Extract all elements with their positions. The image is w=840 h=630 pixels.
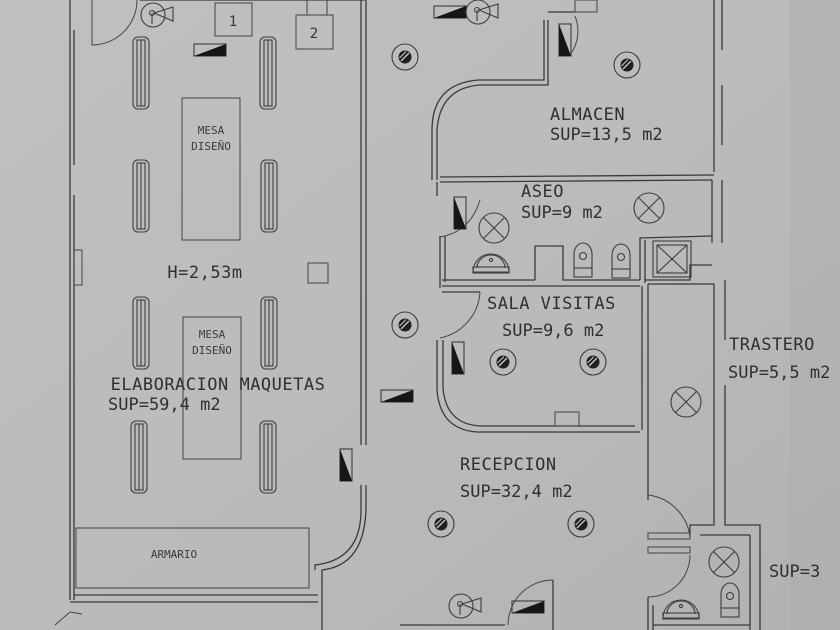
mesa-1-label-line1: MESA (198, 124, 225, 137)
room-area: SUP=3 (769, 562, 820, 582)
room-trastero: TRASTERO SUP=5,5 m2 (728, 335, 830, 383)
room-name: ELABORACION MAQUETAS (111, 375, 326, 395)
room-name: ASEO (521, 182, 564, 202)
marker-2-label: 2 (310, 26, 318, 42)
room-name: ALMACEN (550, 105, 625, 125)
height-note: H=2,53m (167, 263, 242, 283)
paper-shadow-edge (790, 0, 840, 630)
room-area: SUP=32,4 m2 (460, 482, 573, 502)
room-elaboracion-maquetas: ELABORACION MAQUETAS SUP=59,4 m2 (108, 375, 325, 415)
mesa-1-label-line2: DISEÑO (191, 140, 231, 153)
small-square-column (307, 262, 329, 284)
shower-tray-icon (652, 240, 692, 278)
mesa-diseno-table-2: MESA DISEÑO (182, 316, 242, 460)
mesa-2-label-line1: MESA (199, 328, 226, 341)
room-aseo: ASEO SUP=9 m2 (521, 182, 603, 223)
room-area: SUP=59,4 m2 (108, 395, 221, 415)
room-area: SUP=9 m2 (521, 203, 603, 223)
marker-box-1: 1 (214, 2, 253, 37)
marker-box-2: 2 (295, 0, 334, 50)
room-area: SUP=9,6 m2 (502, 321, 604, 341)
room-small-bathroom: SUP=3 (769, 562, 820, 582)
room-area: SUP=13,5 m2 (550, 125, 663, 145)
armario-label: ARMARIO (151, 548, 197, 561)
room-name: TRASTERO (729, 335, 815, 355)
room-sala-visitas: SALA VISITAS SUP=9,6 m2 (487, 294, 616, 341)
armario-cabinet: ARMARIO (75, 527, 310, 589)
room-name: RECEPCION (460, 455, 557, 475)
room-name: SALA VISITAS (487, 294, 616, 314)
room-recepcion: RECEPCION SUP=32,4 m2 (460, 455, 573, 502)
marker-1-label: 1 (229, 14, 237, 30)
walls (54, 0, 761, 630)
mesa-2-label-line2: DISEÑO (192, 344, 232, 357)
sanitary-fixtures (472, 240, 740, 620)
room-almacen: ALMACEN SUP=13,5 m2 (550, 105, 663, 145)
room-area: SUP=5,5 m2 (728, 363, 830, 383)
mesa-diseno-table-1: MESA DISEÑO (181, 97, 241, 241)
